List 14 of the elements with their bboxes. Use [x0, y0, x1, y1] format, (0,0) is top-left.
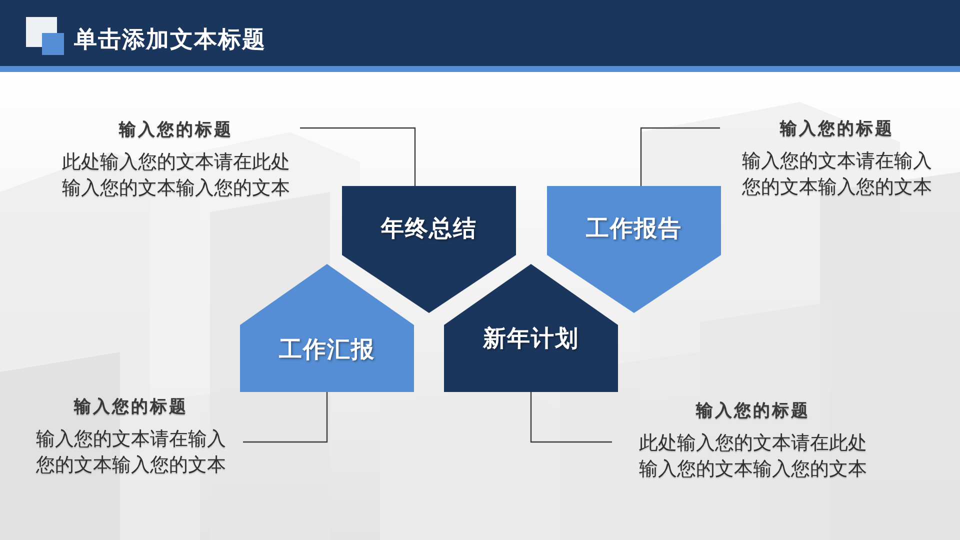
body-text: 输入您的文本请在输入您的文本输入您的文本 [35, 427, 227, 478]
node-label: 工作汇报 [278, 336, 376, 365]
text-heading: 输入您的标题 [694, 400, 811, 423]
text-heading: 输入您的标题 [118, 119, 234, 142]
body-text: 此处输入您的文本请在此处输入您的文本输入您的文本 [638, 431, 868, 482]
text-heading: 输入您的标题 [72, 396, 189, 419]
node-label: 年终总结 [380, 215, 478, 244]
text-heading: 输入您的标题 [778, 118, 895, 141]
leader-line [530, 392, 612, 443]
slide-title: 单击添加文本标题 [74, 26, 266, 55]
node-label: 新年计划 [482, 325, 580, 354]
node-label: 工作报告 [585, 215, 683, 244]
body-text: 此处输入您的文本请在此处输入您的文本输入您的文本 [61, 150, 291, 201]
body-text: 输入您的文本请在输入您的文本输入您的文本 [741, 149, 933, 200]
